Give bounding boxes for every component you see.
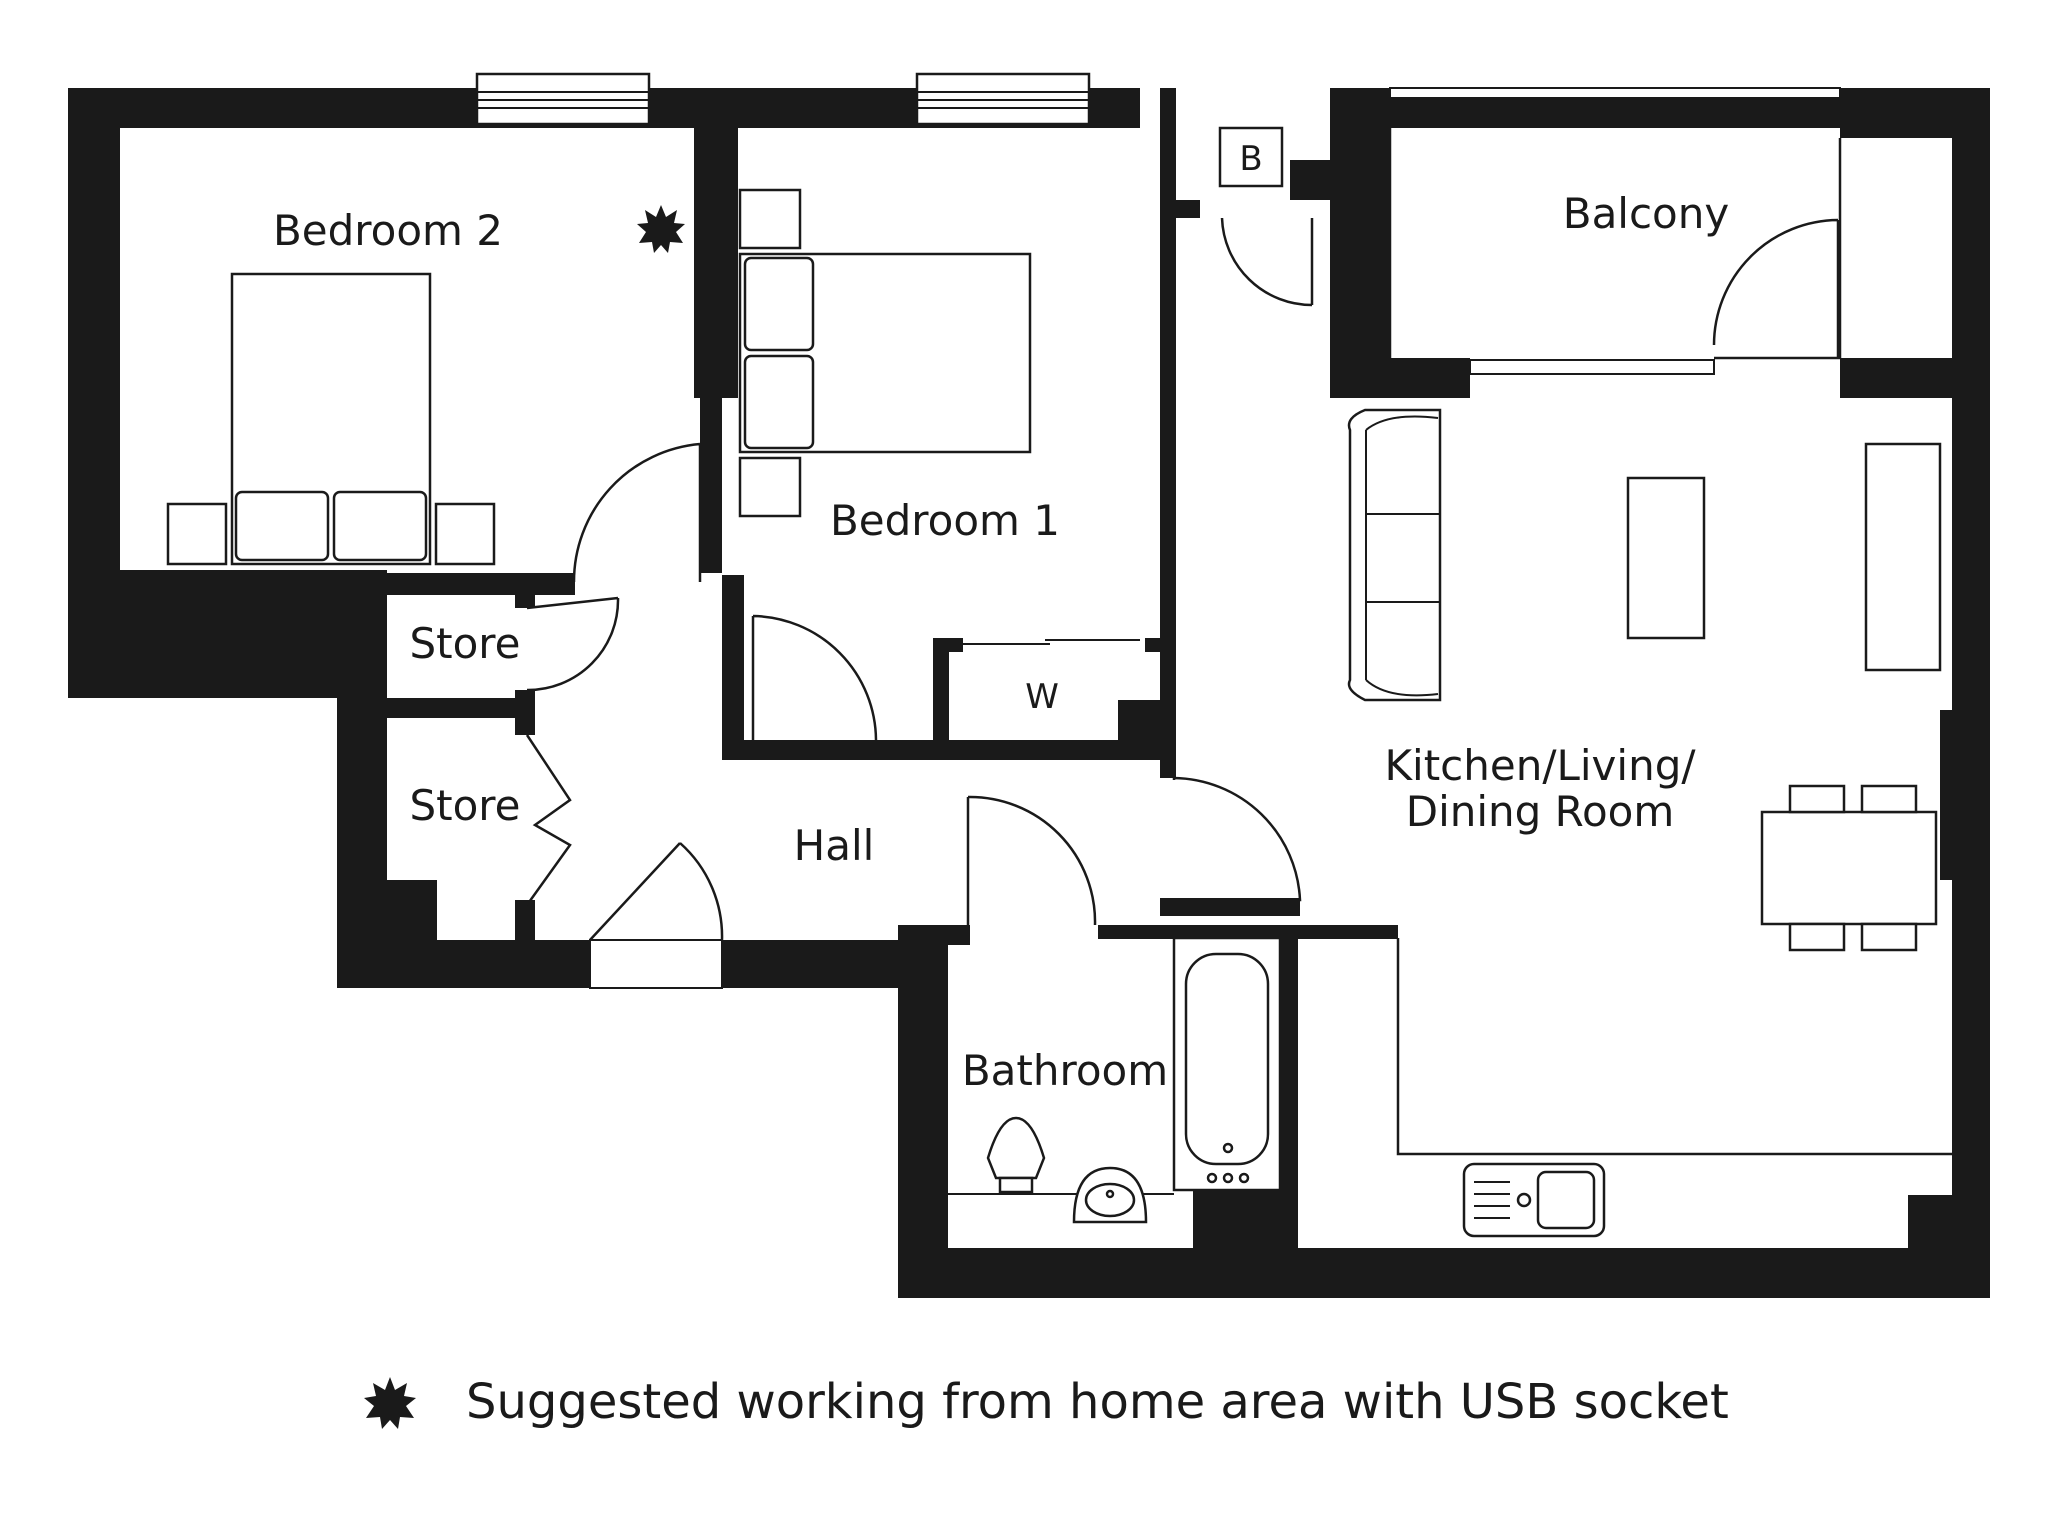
windows	[475, 72, 1841, 375]
legend: Suggested working from home area with US…	[364, 1374, 1729, 1430]
room-label-hall: Hall	[794, 821, 875, 870]
bedroom-1-furniture	[738, 188, 1032, 518]
chair-icon	[1860, 784, 1918, 814]
wardrobe	[933, 638, 1160, 746]
room-label-balcony: Balcony	[1563, 189, 1729, 238]
sofa-icon	[1347, 408, 1442, 702]
living-furniture	[1347, 408, 1952, 1238]
room-label-kitchen-line-1: Kitchen/Living/	[1384, 741, 1696, 790]
walls	[68, 88, 1990, 1298]
room-label-bathroom: Bathroom	[962, 1046, 1168, 1095]
chair-icon	[1788, 922, 1846, 952]
room-label-wardrobe: W	[1025, 677, 1059, 717]
bedside-table-icon	[738, 188, 802, 250]
bedside-table-icon	[738, 456, 802, 518]
bedside-table-icon	[166, 502, 228, 566]
room-labels: Bedroom 2 Bedroom 1 Balcony Store Store …	[273, 189, 1729, 1095]
kitchen-sink-icon	[1462, 1162, 1606, 1238]
toilet-icon	[986, 1116, 1046, 1194]
balcony-outline	[1388, 100, 1842, 360]
bedside-table-icon	[434, 502, 496, 566]
room-label-store-upper: Store	[409, 619, 520, 668]
bathroom-fixtures	[948, 936, 1282, 1224]
room-label-kitchen-line-2: Dining Room	[1406, 787, 1675, 836]
room-label-store-lower: Store	[409, 781, 520, 830]
room-label-bedroom-1: Bedroom 1	[830, 496, 1060, 545]
starburst-icon	[637, 205, 685, 253]
room-label-bedroom-2: Bedroom 2	[273, 206, 503, 255]
boiler-label: B	[1239, 139, 1262, 179]
legend-starburst-icon	[364, 1377, 416, 1429]
doors	[525, 217, 1840, 989]
dining-table-icon	[1760, 810, 1938, 926]
legend-text: Suggested working from home area with US…	[466, 1374, 1729, 1430]
bedroom-2-furniture	[166, 272, 496, 566]
basin-icon	[1072, 1166, 1148, 1224]
boiler-cupboard: B	[1218, 126, 1284, 188]
chair-icon	[1788, 784, 1846, 814]
coffee-table-icon	[1626, 476, 1706, 640]
tv-unit-icon	[1864, 442, 1942, 672]
chair-icon	[1860, 922, 1918, 952]
